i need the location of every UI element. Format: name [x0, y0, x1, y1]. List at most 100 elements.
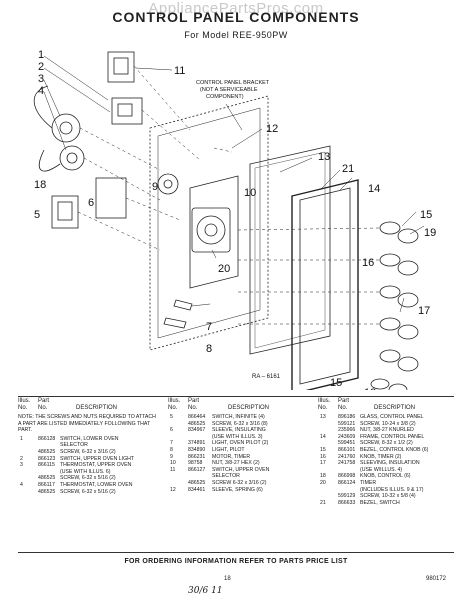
callout: 19	[364, 387, 376, 390]
callout: 9	[152, 181, 158, 193]
part-description: LIGHT, PILOT	[212, 446, 245, 453]
part-description: SCREW 6-32 x 3/16 (2)	[212, 479, 267, 486]
callout: 4	[38, 85, 44, 97]
callout: 8	[206, 343, 212, 355]
part-description: SCREW, 10-24 x 3/8 (2)	[360, 420, 416, 427]
illus-number: 6	[170, 427, 173, 434]
callout: 17	[418, 305, 430, 317]
illus-number: 21	[320, 499, 326, 506]
header-part: Part	[38, 398, 50, 404]
parts-row: 1 866128 SWITCH, LOWER OVEN	[18, 436, 160, 443]
header-illus: Illus.	[318, 398, 331, 404]
pilot-light	[173, 299, 193, 311]
upper-oven-selector	[107, 51, 135, 83]
bracket-note-line: (NOT A SERVICEABLE	[200, 87, 258, 93]
part-number: 866998	[338, 473, 356, 480]
header-no: No.	[318, 405, 328, 411]
illus-number: 1	[20, 435, 23, 442]
part-description: SCREW, 6-32 x 3/16 (8)	[212, 420, 268, 427]
part-number: 866464	[188, 414, 206, 420]
part-number: 486525	[188, 420, 206, 427]
parts-row: 5 866464 SWITCH, INFINITE (4)	[168, 414, 316, 421]
part-description: SELECTOR	[60, 442, 88, 449]
part-description: KNOB, TIMER (2)	[360, 453, 402, 460]
part-number: 866123	[38, 455, 56, 462]
parts-row: 486525 SCREW, 6-32 x 3/16 (8)	[168, 421, 316, 428]
part-description: SELECTOR	[212, 473, 240, 480]
illus-number: 18	[320, 473, 326, 480]
illus-number: 7	[170, 440, 173, 447]
illus-number: 16	[320, 453, 326, 460]
part-description: (USE WITH ILLUS. 6)	[60, 468, 111, 475]
part-description: SWITCH, INFINITE (4)	[212, 414, 265, 420]
callout: 18	[34, 179, 46, 191]
thermostat-upper	[51, 113, 81, 143]
part-number: 243609	[338, 433, 356, 440]
parts-row: SELECTOR	[18, 442, 160, 449]
callout: 5	[34, 209, 40, 221]
page-title: CONTROL PANEL COMPONENTS	[112, 9, 360, 25]
header-part: Part	[188, 398, 200, 404]
column-header: Illus. Part No. No. DESCRIPTION	[168, 398, 316, 414]
part-description: GLASS, CONTROL PANEL	[360, 414, 424, 420]
header-no: No.	[338, 405, 348, 411]
illus-number: 5	[170, 414, 173, 420]
part-description: SCREW, 6-32 x 5/16 (2)	[60, 475, 116, 482]
part-description: (USE W/ILLUS. 4)	[360, 466, 403, 473]
part-description: SCREW, 6-32 x 3/16 (2)	[60, 448, 116, 455]
header-no: No.	[38, 405, 48, 411]
callout: 10	[244, 187, 256, 199]
part-number: 599129	[338, 493, 356, 500]
part-number: 486525	[38, 488, 56, 495]
infinite-switch	[51, 195, 79, 229]
parts-row: 15 866101 BEZEL, CONTROL KNOB (6)	[318, 447, 458, 454]
part-description: LIGHT, OVEN PILOT (2)	[212, 440, 269, 447]
header-description: DESCRIPTION	[374, 405, 416, 411]
part-description: SCREW, 6-32 x 5/16 (2)	[60, 488, 116, 495]
part-description: (USE WITH ILLUS. 3)	[212, 433, 263, 440]
callout: 19	[424, 227, 436, 239]
callout: 2	[38, 61, 44, 73]
parts-row: (USE W/ILLUS. 4)	[318, 467, 458, 474]
part-number: 866117	[38, 481, 55, 488]
part-number: 486525	[38, 448, 56, 455]
column-header: Illus. Part No. No. DESCRIPTION	[18, 398, 160, 414]
part-description: SWITCH, LOWER OVEN	[60, 435, 119, 442]
part-description: NUT, 3/8-27 HEX (2)	[212, 460, 260, 467]
part-number: 866128	[38, 435, 56, 442]
part-description: NUT, 3/8-27 KNURLED	[360, 427, 414, 434]
part-description: SCREW, 10-32 x 5/8 (4)	[360, 493, 416, 500]
part-description: TIMER	[360, 479, 377, 486]
part-description: FRAME, CONTROL PANEL	[360, 433, 425, 440]
part-description: BEZEL, CONTROL KNOB (6)	[360, 446, 429, 453]
ordering-footer: FOR ORDERING INFORMATION REFER TO PARTS …	[124, 558, 348, 565]
header-no: No.	[18, 405, 28, 411]
screws-note: NOTE: THE SCREWS AND NUTS REQUIRED TO AT…	[18, 414, 156, 434]
part-number: 866101	[338, 446, 356, 453]
part-description: SCREW, 8-32 x 1/2 (2)	[360, 440, 413, 447]
control-panel-frame	[291, 179, 359, 390]
callout: 15	[330, 377, 342, 389]
part-description: (INCLUDES ILLUS. 9 & 17)	[360, 486, 424, 493]
part-description: MOTOR, TIMER	[212, 453, 251, 460]
part-description: SLEEVE, SPRING (6)	[212, 486, 263, 493]
page-subtitle: For Model REE-950PW	[184, 30, 288, 40]
header-part: Part	[338, 398, 350, 404]
header-no: No.	[168, 405, 178, 411]
callout: 16	[362, 257, 374, 269]
control-panel-back	[149, 95, 269, 351]
illus-number: 15	[320, 446, 326, 453]
part-number: 866115	[38, 462, 55, 469]
figure-id: RA – 6161	[252, 374, 281, 380]
part-number: 834461	[188, 486, 206, 493]
